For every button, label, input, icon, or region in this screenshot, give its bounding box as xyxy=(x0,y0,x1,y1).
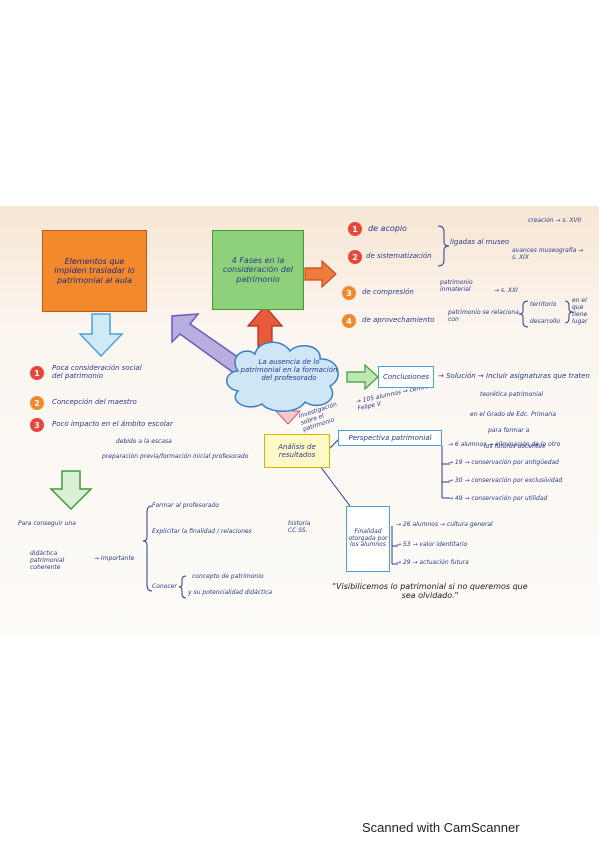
perspectiva-item-1: → 6 alumnos → eliminación de lo otro xyxy=(448,441,561,448)
scanner-footer: Scanned with CamScanner xyxy=(362,820,520,835)
explicitar-text: Explicitar la finalidad / relaciones xyxy=(152,528,252,535)
perspectiva-item-3: → 30 → conservación por exclusividad xyxy=(448,477,563,484)
elemento-1-number: 1 xyxy=(30,366,44,380)
perspectiva-item-4: → 49 → conservación por utilidad xyxy=(448,495,548,502)
fase-4-number: 4 xyxy=(342,314,356,328)
preparacion-text: preparación previa/formación inicial pro… xyxy=(102,453,249,460)
elemento-3-number: 3 xyxy=(30,418,44,432)
creacion-text: creación → s. XVII xyxy=(528,217,582,224)
down-arrow-blue xyxy=(78,313,124,358)
importante-text: → Importante xyxy=(94,555,135,562)
finalidad-item-2: → 53 → valor identitario xyxy=(396,541,468,548)
finalidad-item-3: → 29 → actuación futura xyxy=(396,559,469,566)
analisis-text: Análisis de resultados xyxy=(278,442,316,459)
finalidad-item-1: → 26 alumnos → cultura general xyxy=(396,521,493,528)
para-conseguir-text: Para conseguir una xyxy=(18,520,76,527)
fases-box: 4 Fases en la consideración del patrimon… xyxy=(212,230,304,310)
down-arrow-green xyxy=(49,470,93,511)
fase-2-text: de sistematización xyxy=(366,252,432,260)
futuros-text: los futuros docentes xyxy=(484,443,546,450)
importante-bracket xyxy=(142,505,153,592)
green-arrow-right xyxy=(346,363,379,391)
analisis-box: Análisis de resultados xyxy=(264,434,330,468)
patrimonio-relaciona-text: patrimonio se relaciona con xyxy=(448,309,519,323)
elemento-2-text: Concepción del maestro xyxy=(52,398,137,406)
finalidad-text: Finalidad otorgada por los alumnos xyxy=(348,527,388,549)
fase-2-number: 2 xyxy=(348,250,362,264)
eq-bracket xyxy=(564,300,574,324)
finalidad-box: Finalidad otorgada por los alumnos xyxy=(346,506,390,572)
fase-1-text: de acopio xyxy=(368,224,407,233)
fase-3-text: de compresión xyxy=(362,288,414,296)
fases-box-text: 4 Fases en la consideración del patrimon… xyxy=(222,256,294,284)
concepto-text: concepto de patrimonio xyxy=(192,573,264,580)
territorio-text: territorio xyxy=(530,301,557,308)
mind-map-sheet: Elementos que impiden trasladar lo patri… xyxy=(0,206,599,636)
patrimonio-inmaterial-text: patrimonio inmaterial xyxy=(440,279,473,293)
arrows-layer xyxy=(49,225,574,599)
perspectiva-text: Perspectiva patrimonial xyxy=(348,433,432,442)
grado-text: en el Grado de Edc. Primaria xyxy=(470,411,557,418)
quote-text: "Visibilicemos lo patrimonial si no quer… xyxy=(332,582,528,601)
perspectiva-branches xyxy=(441,446,450,499)
perspectiva-item-2: → 19 → conservación por antigüedad xyxy=(448,459,559,466)
elements-box: Elementos que impiden trasladar lo patri… xyxy=(42,230,147,312)
debido-text: debido a la escasa xyxy=(116,438,172,445)
didactica-text: didáctica patrimonial coherente xyxy=(30,550,65,571)
en-el-que-text: en el que tiene lugar xyxy=(572,297,588,325)
fase-1-number: 1 xyxy=(348,222,362,236)
elemento-3-text: Poco impacto en el ámbito escolar xyxy=(52,420,173,428)
historia-text: historia CC.SS. xyxy=(288,520,311,534)
elements-box-text: Elementos que impiden trasladar lo patri… xyxy=(54,257,135,285)
conocer-text: Conocer xyxy=(152,583,177,590)
orange-arrow xyxy=(304,259,337,289)
fase-3-number: 3 xyxy=(342,286,356,300)
fases-bracket xyxy=(437,225,450,267)
fase-4-text: de aprovechamiento xyxy=(362,316,435,324)
desarrollo-text: desarrollo xyxy=(530,318,560,325)
elemento-1-text: Poca consideración social del patrimonio xyxy=(52,364,142,381)
ligadas-text: ligadas al museo xyxy=(450,238,510,246)
conocer-bracket xyxy=(178,575,187,599)
para-formar-text: para formar a xyxy=(488,427,530,434)
teoria-text: teorética patrimonial xyxy=(480,391,544,398)
potencialidad-text: y su potencialidad didáctica xyxy=(188,589,273,596)
perspectiva-box: Perspectiva patrimonial xyxy=(338,430,442,446)
central-text: La ausencia de lo patrimonial en la form… xyxy=(240,358,338,383)
sxxi-text: → s. XXI xyxy=(494,287,518,294)
conclusiones-box: Conclusiones xyxy=(378,366,434,388)
finalidad-branches xyxy=(391,526,398,565)
elemento-2-number: 2 xyxy=(30,396,44,410)
conclusiones-text: Conclusiones xyxy=(382,372,430,381)
central-cloud xyxy=(226,341,339,412)
formar-text: Formar al profesorado xyxy=(152,502,219,509)
avances-text: avances museografía → s. XIX xyxy=(512,247,584,261)
line-analisis-finalidad xyxy=(319,465,351,507)
territorio-bracket xyxy=(518,300,529,328)
solucion-text: → Solución → Incluir asignaturas que tra… xyxy=(438,372,590,380)
